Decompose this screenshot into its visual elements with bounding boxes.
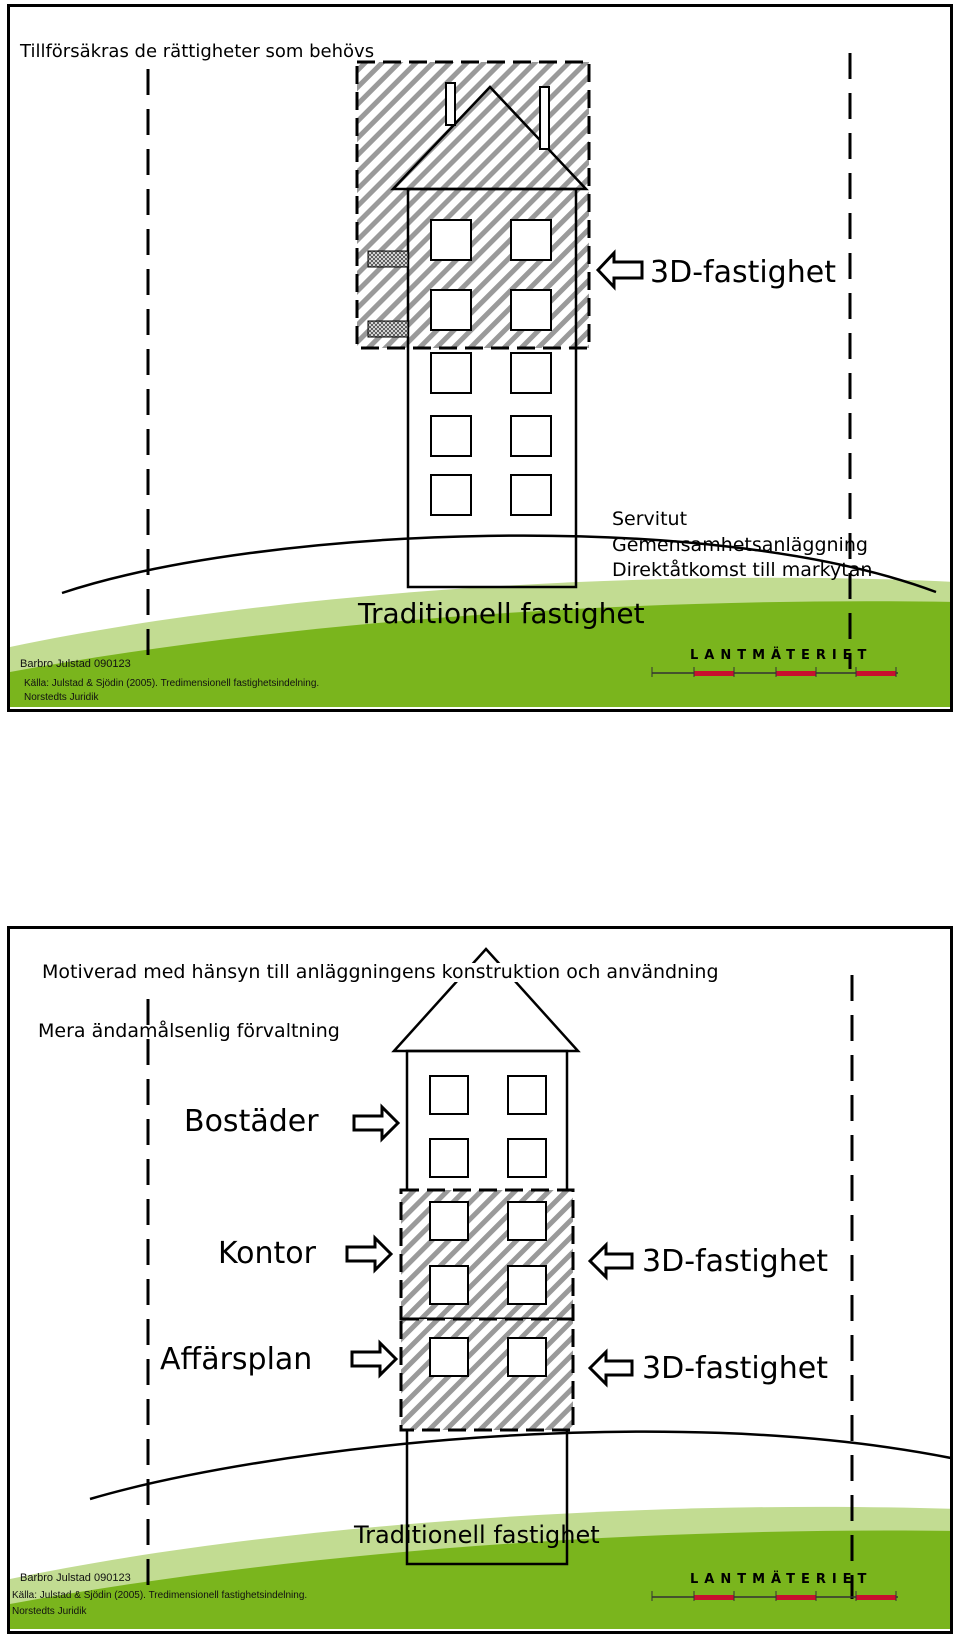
chimney-left [445, 82, 456, 126]
right-gemensamhetsanlaggning: Gemensamhetsanläggning [612, 534, 868, 556]
right-servitut: Servitut [612, 508, 688, 530]
ground-dark [10, 601, 950, 707]
balcony-upper [367, 250, 409, 268]
source-line-1: Källa: Julstad & Sjödin (2005). Tredimen… [24, 678, 320, 689]
building-roof [390, 85, 589, 191]
slide-3d-motivation: Motiverad med hänsyn till anläggningens … [7, 926, 953, 1634]
logo-lantmateriet: LANTMÄTERIET [690, 1572, 873, 1587]
heading-management: Mera ändamålsenlig förvaltning [38, 1020, 340, 1042]
logo-scale-bar [651, 1591, 898, 1601]
arrow-left-icon [587, 1348, 634, 1388]
label-3d-property: 3D-fastighet [650, 255, 836, 290]
arrow-left-icon [595, 249, 644, 291]
label-3d-property-lower: 3D-fastighet [642, 1351, 828, 1386]
author: Barbro Julstad 090123 [20, 658, 131, 670]
balcony-lower [367, 320, 409, 338]
ground-dark [10, 1530, 950, 1629]
label-residential: Bostäder [184, 1104, 319, 1139]
heading-motivation: Motiverad med hänsyn till anläggningens … [42, 961, 719, 983]
arrow-right-icon [345, 1234, 394, 1274]
logo-scale-bar [651, 667, 898, 677]
diagram-building-3d [10, 53, 950, 707]
source-line-2: Norstedts Juridik [24, 692, 99, 703]
right-direktatkomst: Direktåtkomst till markytan [612, 559, 873, 581]
arrow-right-icon [352, 1103, 401, 1143]
label-traditional-property: Traditionell fastighet [354, 1521, 600, 1549]
source-line-2: Norstedts Juridik [12, 1606, 87, 1617]
ground-line [61, 534, 937, 595]
label-traditional-property: Traditionell fastighet [358, 597, 645, 630]
author: Barbro Julstad 090123 [20, 1572, 131, 1584]
logo-lantmateriet: LANTMÄTERIET [690, 648, 873, 663]
diagram-building-uses [10, 947, 950, 1629]
arrow-left-icon [587, 1241, 634, 1281]
source-line-1: Källa: Julstad & Sjödin (2005). Tredimen… [12, 1590, 308, 1601]
slide-3d-property-rights: Tillförsäkras de rättigheter som behövs … [7, 4, 953, 712]
arrow-right-icon [350, 1339, 399, 1379]
chimney-right [539, 86, 550, 150]
volume-3d-office [399, 1188, 575, 1321]
heading: Tillförsäkras de rättigheter som behövs [20, 41, 375, 62]
windows [430, 219, 552, 516]
volume-3d-retail [399, 1317, 575, 1432]
windows [429, 1075, 547, 1377]
label-office: Kontor [218, 1236, 316, 1271]
label-retail: Affärsplan [160, 1342, 313, 1377]
label-3d-property-upper: 3D-fastighet [642, 1244, 828, 1279]
ground-line [89, 1430, 950, 1501]
